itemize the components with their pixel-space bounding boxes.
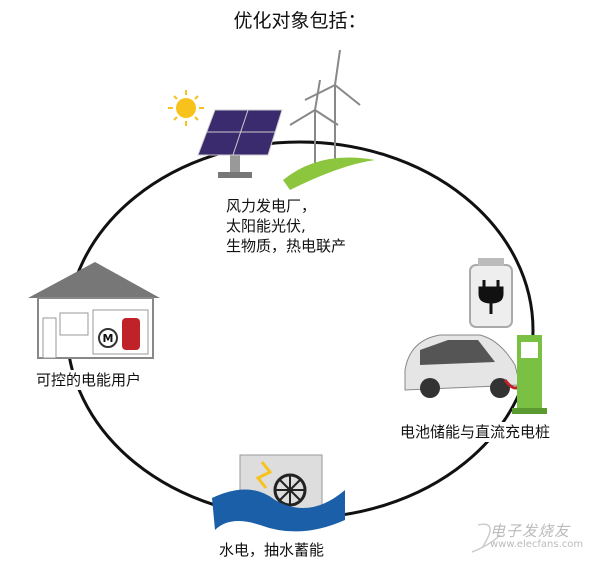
grass-icon	[283, 157, 375, 190]
wind-turbine-icon	[289, 49, 361, 170]
watermark: 电子发烧友 www.elecfans.com	[490, 522, 584, 551]
consumer-label: 可控的电能用户	[36, 370, 142, 390]
generation-line-1: 风力发电厂，	[226, 197, 317, 215]
generation-line-3: 生物质，热电联产	[226, 237, 347, 255]
watermark-url: www.elecfans.com	[490, 539, 584, 550]
generation-label: 风力发电厂， 太阳能光伏, 生物质，热电联产	[226, 196, 346, 256]
motor-label: M	[103, 332, 114, 345]
solar-panel-icon	[197, 109, 283, 178]
battery-icon	[469, 258, 513, 328]
sun-icon	[168, 90, 204, 126]
house-icon: M	[28, 262, 160, 359]
watermark-logo-icon	[471, 523, 501, 553]
generation-line-2: 太阳能光伏,	[226, 217, 306, 235]
watermark-name: 电子发烧友	[490, 522, 571, 540]
charging-station-icon	[512, 335, 547, 414]
storage-label: 电池储能与直流充电桩	[400, 422, 551, 442]
electric-car-icon	[404, 334, 527, 398]
hydro-label: 水电，抽水蓄能	[219, 540, 325, 560]
hydro-wheel-icon	[212, 454, 345, 532]
diagram-title: 优化对象包括：	[233, 10, 367, 32]
